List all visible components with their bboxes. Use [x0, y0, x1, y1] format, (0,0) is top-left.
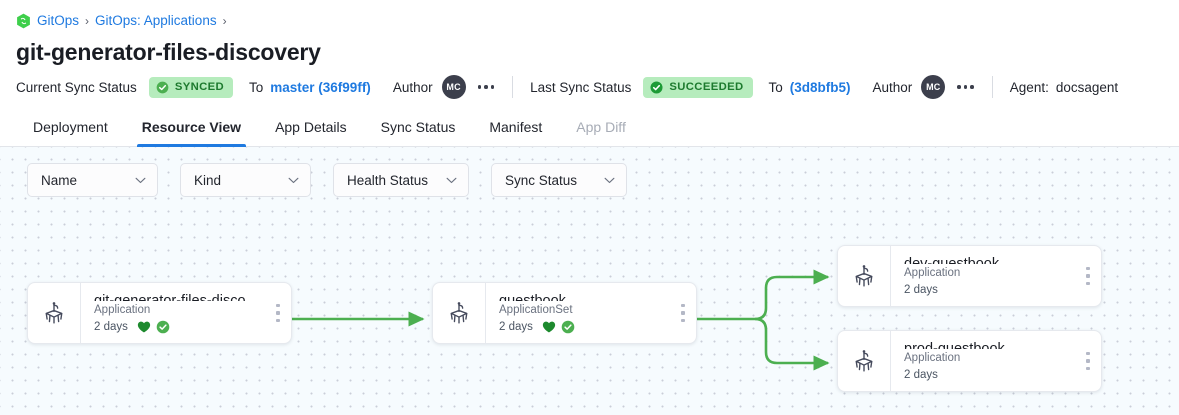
graph-node-root-body: git-generator-files-disco… Application 2…: [80, 283, 265, 343]
graph-node-dev-guestbook-more-menu-icon[interactable]: [1075, 246, 1101, 306]
graph-node-dev-guestbook-title: dev-guestbook: [904, 256, 1000, 264]
status-bar: Current Sync Status SYNCED To master (36…: [0, 69, 1179, 105]
graph-node-appset-kind: ApplicationSet: [499, 304, 573, 316]
divider-2: [991, 76, 993, 98]
filter-name-label: Name: [41, 172, 78, 188]
avatar-last[interactable]: MC: [921, 75, 946, 99]
graph-node-root-age: 2 days: [94, 321, 128, 333]
last-sync-more-menu-icon[interactable]: [955, 81, 976, 93]
graph-node-prod-guestbook-age: 2 days: [904, 369, 938, 381]
argo-application-icon: [838, 246, 890, 306]
graph-node-dev-guestbook[interactable]: dev-guestbook Application 2 days: [837, 245, 1102, 307]
filter-name-dropdown[interactable]: Name: [27, 163, 158, 197]
chevron-down-icon: [604, 177, 615, 183]
resource-graph: git-generator-files-disco… Application 2…: [0, 147, 1179, 415]
tab-resource-view[interactable]: Resource View: [125, 119, 258, 147]
graph-node-prod-guestbook-title: prod-guestbook: [904, 341, 1005, 349]
graph-node-dev-guestbook-age: 2 days: [904, 284, 938, 296]
graph-node-root-more-menu-icon[interactable]: [265, 283, 291, 343]
chevron-down-icon: [135, 177, 146, 183]
tab-manifest[interactable]: Manifest: [489, 119, 543, 135]
filter-sync-status-dropdown[interactable]: Sync Status: [491, 163, 627, 197]
tab-app-details[interactable]: App Details: [275, 119, 347, 135]
graph-node-root-status-icons: [137, 320, 170, 334]
graph-node-appset[interactable]: guestbook ApplicationSet 2 days: [432, 282, 697, 344]
check-circle-icon: [156, 81, 169, 93]
last-revision-link[interactable]: (3d8bfb5): [789, 79, 851, 95]
graph-node-appset-body: guestbook ApplicationSet 2 days: [485, 283, 670, 343]
current-sync-status-label: Current Sync Status: [16, 79, 137, 95]
argo-application-icon: [838, 331, 890, 391]
breadcrumb-item-gitops-applications[interactable]: GitOps: Applications: [95, 13, 217, 28]
graph-node-appset-age: 2 days: [499, 321, 533, 333]
graph-node-root-meta: 2 days: [94, 319, 265, 335]
breadcrumb-separator-end: ›: [222, 13, 227, 28]
chevron-down-icon: [446, 177, 457, 183]
last-sync-status-label: Last Sync Status: [530, 79, 632, 95]
avatar[interactable]: MC: [441, 75, 466, 99]
tab-app-diff: App Diff: [576, 119, 626, 135]
graph-node-prod-guestbook-more-menu-icon[interactable]: [1075, 331, 1101, 391]
sync-check-circle-icon: [156, 320, 170, 334]
filter-bar: Name Kind Health Status Sync Status: [27, 163, 627, 197]
graph-node-prod-guestbook-kind: Application: [904, 352, 961, 364]
graph-node-dev-guestbook-kind: Application: [904, 267, 961, 279]
filter-kind-dropdown[interactable]: Kind: [180, 163, 311, 197]
agent-value: docsagent: [1055, 79, 1119, 95]
current-author-label: Author: [392, 79, 433, 95]
filter-sync-status-label: Sync Status: [505, 172, 578, 188]
breadcrumb-item-gitops[interactable]: GitOps: [37, 13, 80, 28]
page-title: git-generator-files-discovery: [16, 39, 321, 65]
last-sync-status-badge: SUCCEEDED: [643, 76, 753, 98]
health-heart-icon: [542, 321, 556, 333]
breadcrumb-separator: ›: [85, 13, 90, 28]
graph-node-appset-title: guestbook: [499, 293, 566, 301]
argo-application-icon: [28, 283, 80, 343]
breadcrumb: GitOps › GitOps: Applications ›: [0, 0, 1179, 30]
graph-node-prod-guestbook[interactable]: prod-guestbook Application 2 days: [837, 330, 1102, 392]
current-sync-more-menu-icon[interactable]: [476, 81, 497, 93]
current-to-label: To: [249, 79, 264, 95]
graph-node-dev-guestbook-meta: 2 days: [904, 282, 1075, 298]
last-sync-status-badge-text: SUCCEEDED: [669, 81, 744, 93]
current-sync-status-badge: SYNCED: [148, 76, 233, 98]
health-heart-icon: [137, 321, 151, 333]
graph-node-root[interactable]: git-generator-files-disco… Application 2…: [27, 282, 292, 344]
tab-bar: Deployment Resource View App Details Syn…: [0, 107, 1179, 147]
resource-graph-canvas[interactable]: Name Kind Health Status Sync Status: [0, 147, 1179, 415]
graph-node-prod-guestbook-meta: 2 days: [904, 367, 1075, 383]
graph-node-dev-guestbook-body: dev-guestbook Application 2 days: [890, 246, 1075, 306]
filter-health-status-label: Health Status: [347, 172, 429, 188]
chevron-down-icon: [288, 177, 299, 183]
agent-label: Agent:: [1009, 79, 1049, 95]
graph-node-appset-status-icons: [542, 320, 575, 334]
argo-application-icon: [433, 283, 485, 343]
tab-deployment[interactable]: Deployment: [33, 119, 108, 135]
tab-sync-status[interactable]: Sync Status: [380, 119, 456, 135]
graph-node-appset-meta: 2 days: [499, 319, 670, 335]
current-sync-status-badge-text: SYNCED: [174, 81, 224, 93]
current-revision-link[interactable]: master (36f99ff): [270, 79, 371, 95]
filter-kind-label: Kind: [194, 172, 222, 188]
last-to-label: To: [768, 79, 783, 95]
sync-check-circle-icon: [561, 320, 575, 334]
gitops-hexagon-icon: [17, 13, 30, 28]
last-author-label: Author: [872, 79, 913, 95]
graph-node-prod-guestbook-body: prod-guestbook Application 2 days: [890, 331, 1075, 391]
graph-node-root-title: git-generator-files-disco…: [94, 293, 261, 301]
filter-health-status-dropdown[interactable]: Health Status: [333, 163, 469, 197]
graph-node-appset-more-menu-icon[interactable]: [670, 283, 696, 343]
graph-node-root-kind: Application: [94, 304, 151, 316]
check-circle-filled-icon: [650, 80, 663, 94]
divider: [512, 76, 514, 98]
